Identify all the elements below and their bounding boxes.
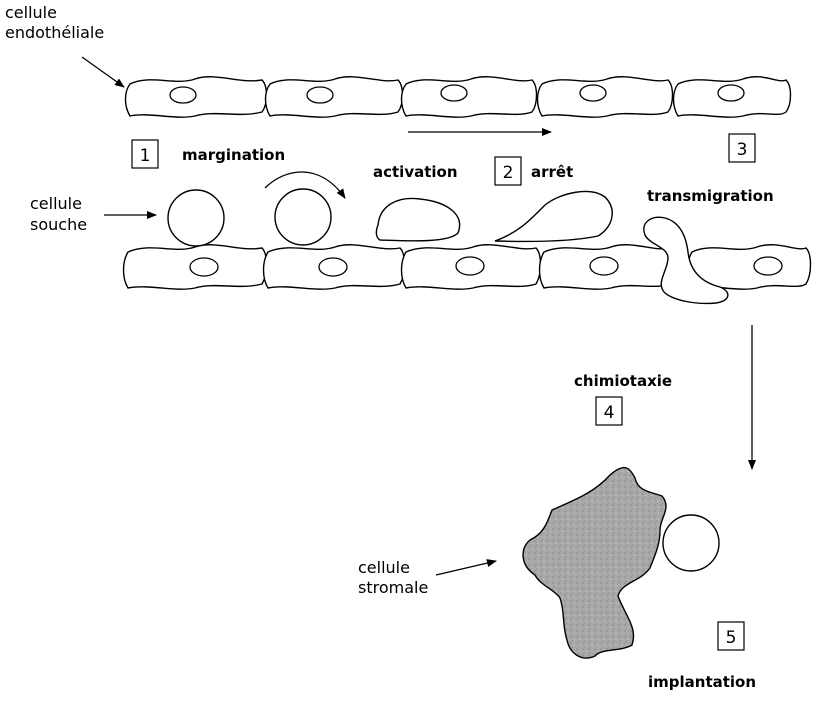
stem-cell [168, 190, 224, 246]
stem-label-line2: souche [30, 215, 87, 234]
step-number-5: 5 [726, 628, 737, 648]
endothelial-arrow [82, 57, 124, 87]
step-label-3: transmigration [647, 187, 774, 205]
activation-label: activation [373, 163, 458, 181]
stromal-cell [523, 468, 666, 658]
endothelial-cell [674, 77, 791, 117]
endothelial-cell [402, 77, 537, 117]
activated-cell [376, 198, 459, 240]
stromal-label-line2: stromale [358, 578, 428, 597]
endothelial-layer-top [126, 77, 791, 117]
step-number-4: 4 [604, 403, 615, 423]
step-number-3: 3 [737, 140, 748, 160]
stromal-label-line1: cellule [358, 558, 410, 577]
endothelial-label-line1: cellule [5, 3, 57, 22]
endothelial-cell [266, 77, 403, 117]
endothelial-cell [402, 245, 541, 289]
stem-label-line1: cellule [30, 194, 82, 213]
endothelial-cell [540, 245, 675, 289]
endothelial-label-line2: endothéliale [5, 23, 104, 42]
step-label-1: margination [182, 146, 285, 164]
step-number-2: 2 [503, 163, 514, 183]
endothelial-cell [126, 77, 267, 117]
stem-cell-rolling [275, 189, 331, 245]
implanted-stem-cell [663, 515, 719, 571]
step-label-5: implantation [648, 673, 756, 691]
step-label-4: chimiotaxie [574, 372, 672, 390]
endothelial-cell [538, 77, 673, 117]
arrested-cell [495, 192, 612, 242]
step-number-1: 1 [140, 146, 151, 166]
stromal-arrow [436, 561, 496, 575]
endothelial-cell [264, 245, 405, 289]
step-label-2: arrêt [531, 163, 573, 181]
endothelial-cell [124, 245, 267, 289]
